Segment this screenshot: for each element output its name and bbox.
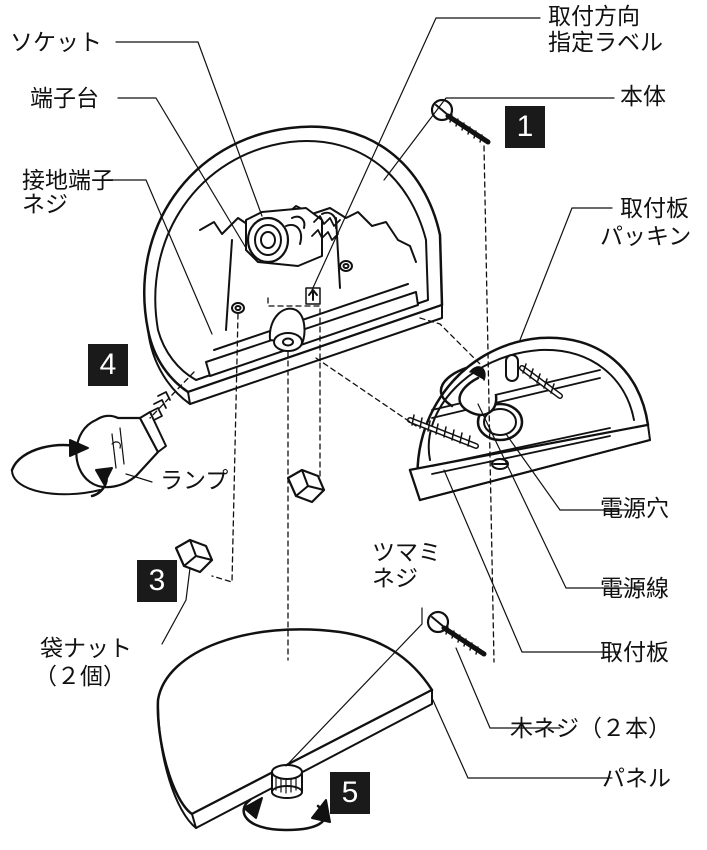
assembly-guide-lines	[149, 145, 495, 663]
step-badge-1: 1	[505, 106, 545, 148]
wood-screw-top	[430, 98, 491, 145]
label-knob-screw-2: ネジ	[372, 566, 418, 592]
label-mount-plate: 取付板	[600, 640, 669, 666]
label-power-cable: 電源線	[600, 576, 669, 602]
label-leader-lines	[107, 17, 641, 779]
label-mount-packing-2: パッキン	[600, 224, 692, 250]
cap-nut-left	[174, 538, 214, 574]
label-mount-packing-1: 取付板	[620, 196, 689, 222]
label-lamp: ランプ	[160, 468, 229, 494]
socket-assembly	[245, 207, 341, 267]
label-ground-screw-2: ネジ	[22, 192, 68, 218]
wood-screw-bottom	[426, 610, 487, 657]
step-badge-4: 4	[88, 344, 128, 386]
lamp-bulb	[75, 391, 171, 489]
label-mount-direction-2: 指定ラベル	[548, 30, 663, 56]
lamp-rotation-arrow	[10, 439, 113, 498]
label-mount-direction-1: 取付方向	[548, 4, 640, 30]
mounting-plate	[408, 336, 651, 502]
threaded-studs	[407, 363, 563, 449]
label-power-hole: 電源穴	[600, 496, 669, 522]
label-cap-nut-1: 袋ナット	[40, 636, 132, 662]
label-cap-nut-2: （２個）	[34, 664, 126, 690]
label-socket: ソケット	[10, 30, 102, 56]
label-body: 本体	[620, 84, 666, 110]
front-panel	[156, 628, 434, 829]
label-ground-screw-1: 接地端子	[22, 168, 114, 194]
step-badge-3: 3	[137, 560, 177, 602]
step-badge-5: 5	[330, 772, 370, 814]
cap-nut-middle	[286, 468, 326, 504]
label-terminal-block: 端子台	[30, 86, 99, 112]
knob-rotation-arrow	[242, 797, 331, 832]
label-wood-screw: 木ネジ（２本）	[510, 716, 671, 742]
label-knob-screw-1: ツマミ	[372, 540, 441, 566]
label-panel: パネル	[602, 766, 671, 792]
